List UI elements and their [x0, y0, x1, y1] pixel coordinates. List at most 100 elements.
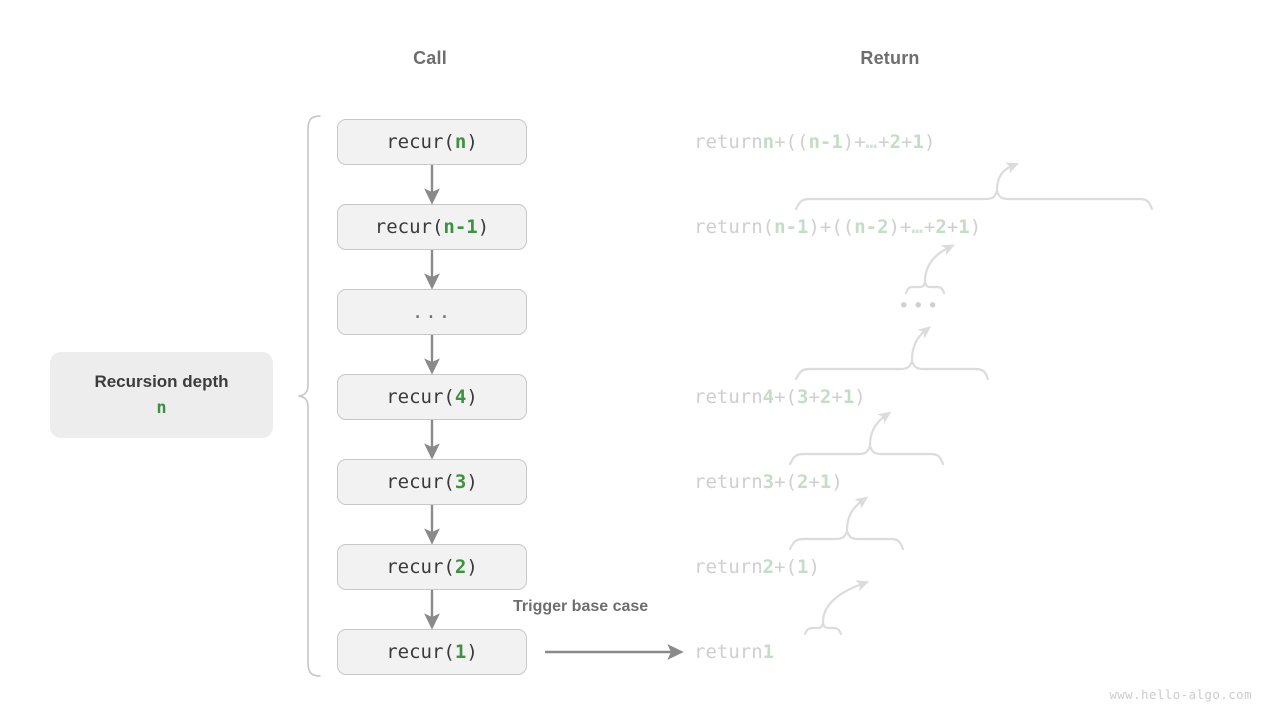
- call-box-prefix: recur(: [374, 216, 444, 238]
- return-token: +: [878, 131, 890, 153]
- return-token: +: [900, 216, 912, 238]
- return-arc-middle: [904, 280, 946, 295]
- recursion-depth-value: n: [156, 398, 167, 418]
- return-token: ((: [831, 216, 855, 238]
- return-token: 3: [762, 471, 775, 493]
- return-token: 1: [819, 471, 832, 493]
- return-arrow-1: [995, 162, 1020, 192]
- return-arrow-3: [868, 411, 892, 447]
- call-box-suffix: ): [466, 386, 478, 408]
- call-box-recur-3: recur(3): [337, 459, 527, 505]
- return-token: n: [762, 131, 775, 153]
- recursion-depth-title: Recursion depth: [94, 372, 229, 391]
- column-header-return: Return: [860, 48, 920, 68]
- return-token: ): [842, 131, 855, 153]
- return-token: ): [831, 471, 843, 493]
- call-box-argument: 2: [454, 556, 467, 578]
- return-token: 1: [958, 216, 970, 238]
- return-token: +: [808, 471, 820, 493]
- call-box-argument: n-1: [443, 216, 478, 238]
- return-token: +: [774, 386, 786, 408]
- return-keyword: return: [694, 556, 763, 578]
- call-box-ellipsis: ...: [411, 301, 453, 323]
- call-box-recur-1: recur(1): [337, 629, 527, 675]
- return-line-return-3: return 3 + (2 + 1): [694, 459, 843, 505]
- return-keyword: return: [694, 641, 763, 663]
- return-token: n-1: [774, 216, 809, 238]
- return-line-return-n: return n + ((n-1) + … + 2 + 1): [694, 119, 935, 165]
- call-box-suffix: ): [477, 216, 490, 238]
- return-line-return-2: return 2 + (1): [694, 544, 820, 590]
- return-token: 2: [889, 131, 902, 153]
- return-keyword: return: [694, 386, 763, 408]
- return-token: +: [854, 131, 866, 153]
- return-token: 1: [912, 131, 924, 153]
- return-token: +: [819, 216, 832, 238]
- return-token: +: [923, 216, 936, 238]
- return-token: ): [808, 216, 820, 238]
- return-token: 1: [762, 641, 775, 663]
- call-box-recur-2: recur(2): [337, 544, 527, 590]
- return-token: ): [854, 386, 866, 408]
- return-token: ): [923, 131, 936, 153]
- return-keyword: return: [694, 216, 763, 238]
- call-box-argument: 4: [454, 386, 467, 408]
- call-box-recur-n: recur(n): [337, 119, 527, 165]
- call-box-suffix: ): [466, 556, 478, 578]
- return-token: 3: [797, 386, 809, 408]
- return-token: 2: [762, 556, 775, 578]
- return-token: +: [901, 131, 913, 153]
- return-line-return-1: return 1: [694, 629, 774, 675]
- call-box-recur-n-1: recur(n-1): [337, 204, 527, 250]
- return-token: 1: [842, 386, 855, 408]
- return-token: n-2: [854, 216, 889, 238]
- return-token: ): [969, 216, 982, 238]
- return-keyword: return: [694, 131, 763, 153]
- return-token: (: [785, 556, 797, 578]
- call-box-prefix: recur(: [386, 641, 455, 663]
- recursion-depth-box: Recursion depth n: [50, 352, 273, 438]
- return-token: …: [911, 216, 924, 238]
- recursion-depth-brace: [298, 115, 321, 677]
- return-token: 2: [797, 471, 809, 493]
- return-token: 2: [935, 216, 947, 238]
- return-token: +: [946, 216, 959, 238]
- call-box-argument: n: [454, 131, 467, 153]
- call-box-suffix: ): [466, 131, 478, 153]
- return-arrow-2: [910, 326, 932, 362]
- return-token: (: [762, 216, 775, 238]
- return-token: 2: [819, 386, 832, 408]
- return-token: ): [888, 216, 900, 238]
- return-line-return-n-1: return (n-1) + ((n-2) + … + 2 + 1): [694, 204, 981, 250]
- call-box-recur-4: recur(4): [337, 374, 527, 420]
- return-token: (: [785, 386, 797, 408]
- trigger-base-case-label: Trigger base case: [513, 598, 649, 615]
- call-box-recur-dots: ...: [337, 289, 527, 335]
- return-arc-5: [803, 621, 843, 636]
- return-token: 4: [762, 386, 775, 408]
- return-token: +: [831, 386, 843, 408]
- call-box-suffix: ): [466, 471, 478, 493]
- return-token: ((: [785, 131, 809, 153]
- return-token: 1: [797, 556, 809, 578]
- column-header-call: Call: [413, 48, 447, 68]
- return-keyword: return: [694, 471, 763, 493]
- call-box-argument: 3: [454, 471, 467, 493]
- return-arrow-5: [821, 580, 870, 624]
- call-box-prefix: recur(: [386, 386, 455, 408]
- return-token: +: [774, 556, 786, 578]
- return-token: +: [774, 131, 786, 153]
- return-token: (: [785, 471, 797, 493]
- return-token: n-1: [808, 131, 843, 153]
- call-box-argument: 1: [454, 641, 467, 663]
- return-token: +: [808, 386, 820, 408]
- watermark: www.hello-algo.com: [1109, 687, 1252, 702]
- call-box-prefix: recur(: [386, 556, 455, 578]
- return-line-return-4: return 4 + (3 + 2 + 1): [694, 374, 866, 420]
- return-token: +: [774, 471, 786, 493]
- call-box-prefix: recur(: [386, 471, 455, 493]
- return-token: …: [865, 131, 879, 153]
- call-box-prefix: recur(: [386, 131, 455, 153]
- return-arrow-middle: [923, 244, 955, 283]
